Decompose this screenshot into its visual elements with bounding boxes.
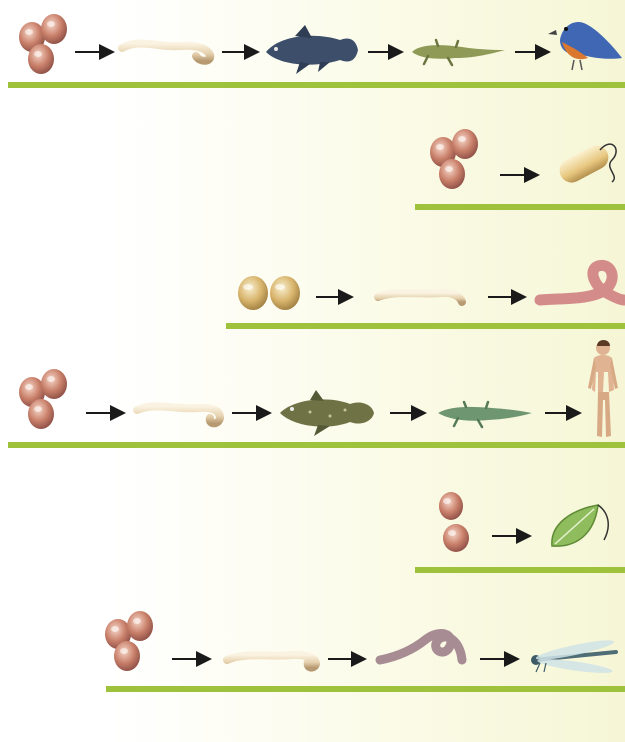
salamander-icon [412, 40, 505, 65]
egg-cluster-icon [238, 276, 300, 310]
ground-line [106, 686, 625, 692]
egg-cluster-icon [105, 611, 153, 671]
worm-icon [122, 43, 210, 60]
row-4 [8, 340, 625, 448]
ground-line [8, 442, 625, 448]
worm-icon [227, 655, 316, 668]
leaf-icon [552, 505, 608, 546]
egg-cluster-icon [19, 14, 67, 74]
human-icon [588, 340, 618, 437]
ground-line [415, 204, 625, 210]
earthworm-icon [540, 265, 624, 300]
bird-icon [548, 22, 622, 70]
egg-cluster-icon [430, 129, 478, 189]
row-5 [415, 492, 625, 573]
egg-cluster-icon [19, 369, 67, 429]
row-2 [415, 129, 625, 210]
fish-icon [266, 25, 358, 74]
ground-line [226, 323, 625, 329]
ground-line [415, 567, 625, 573]
earthworm-icon [380, 633, 462, 660]
row-6 [105, 611, 625, 692]
egg-cluster-icon [439, 492, 469, 552]
ground-line [8, 82, 625, 88]
crocodile-icon [438, 402, 532, 427]
worm-icon [137, 406, 220, 423]
bacterium-icon [555, 141, 616, 187]
row-1 [8, 14, 625, 88]
worm-icon [378, 293, 462, 302]
row-3 [226, 265, 625, 329]
coelacanth-icon [280, 390, 374, 436]
dragonfly-icon [531, 637, 616, 676]
